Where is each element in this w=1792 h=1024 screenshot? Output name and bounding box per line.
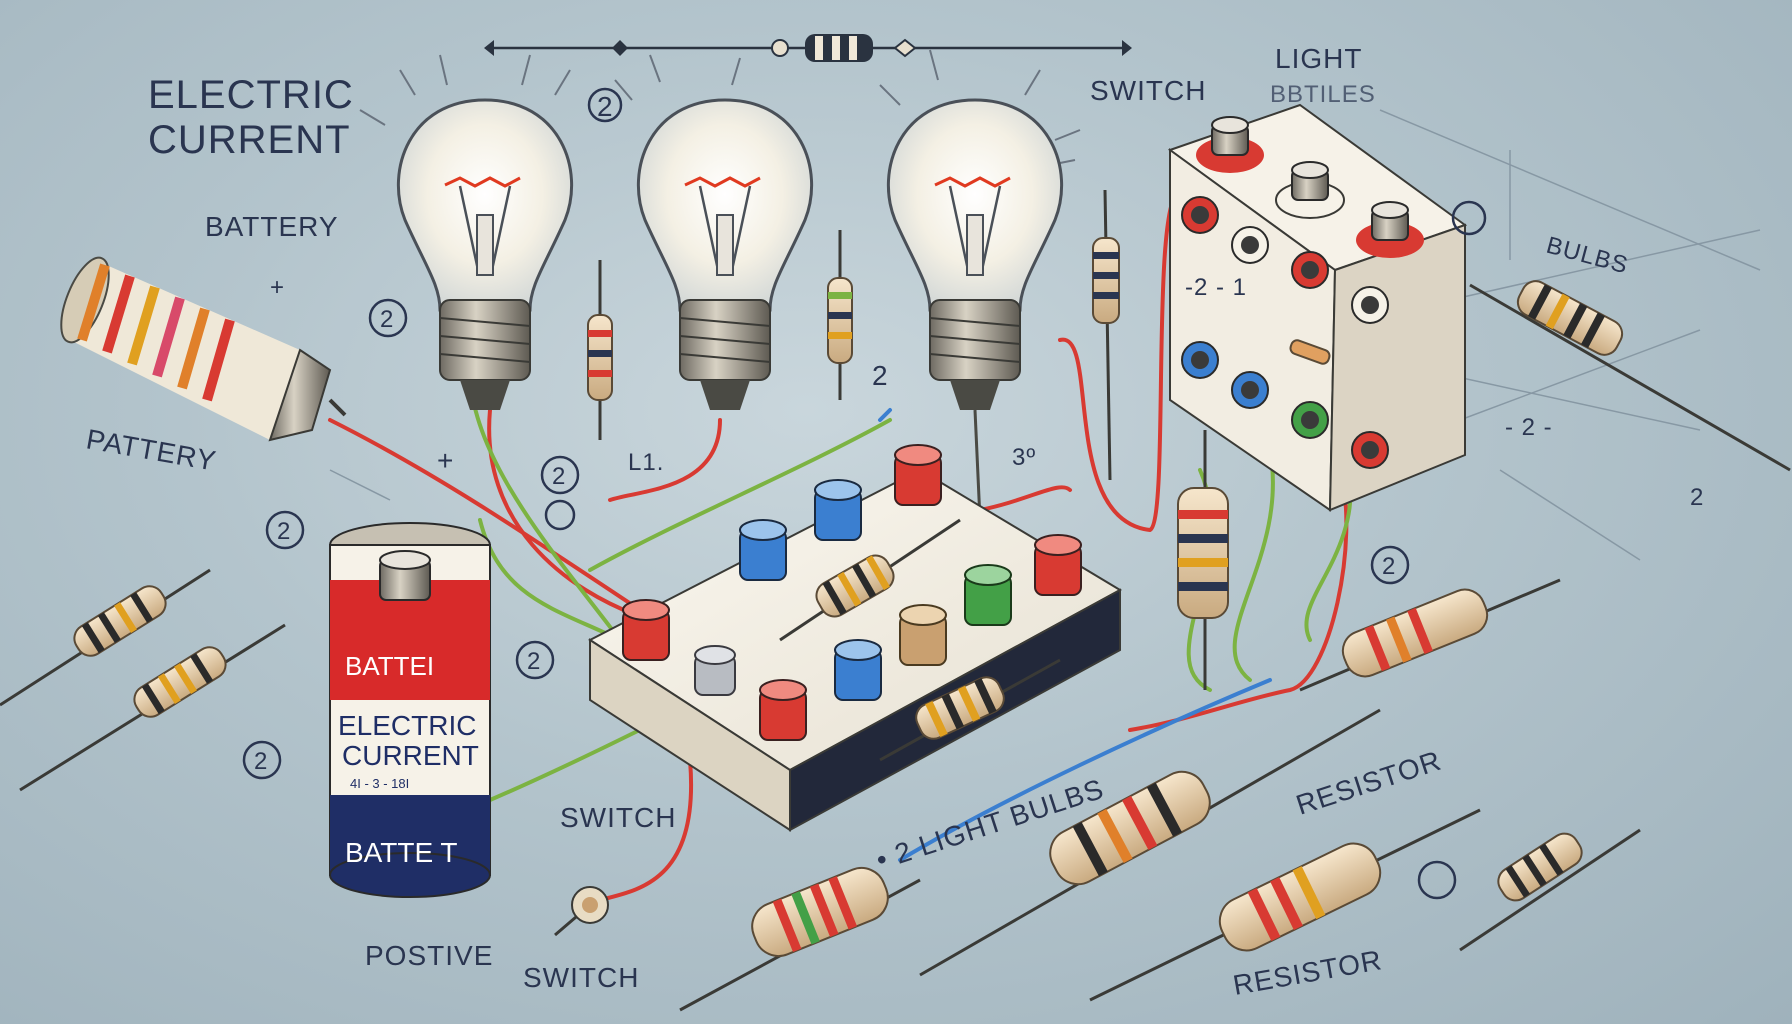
marker-l1: L1. (628, 449, 664, 476)
label-battery: BATTERY (205, 211, 339, 242)
light-bulb-1 (360, 55, 572, 410)
marker-dash-2: - 2 - (1505, 414, 1553, 441)
marker-2-left: 2 (277, 518, 291, 545)
battery-can: BATTEI ELECTRIC CURRENT 4I - 3 - 18I BAT… (330, 523, 490, 897)
label-light: LIGHT (1275, 43, 1362, 74)
marker-2-bottom-left: 2 (254, 748, 268, 775)
label-resistor-right: RESISTOR (1292, 745, 1445, 821)
circuit-board (590, 445, 1120, 830)
label-bulbs: BULBS (1543, 232, 1631, 280)
marker-plus-left: + (270, 274, 285, 301)
battery-can-small-text: 4I - 3 - 18I (350, 776, 409, 791)
label-switch-middle: SWITCH (560, 802, 676, 833)
marker-2-bulbs: 2 (872, 360, 889, 391)
label-postive: POSTIVE (365, 940, 493, 971)
bottom-switch (555, 887, 608, 935)
marker-2-battery: 2 (380, 306, 394, 333)
label-pattery: PATTERY (84, 423, 219, 476)
battery-can-top-label: BATTEI (345, 651, 434, 681)
label-current: CURRENT (148, 118, 351, 162)
marker-2-right: 2 (1382, 553, 1396, 580)
label-switch-bottom: SWITCH (523, 962, 639, 993)
socket-panel (1170, 105, 1465, 510)
marker-2-1: -2 - 1 (1185, 274, 1247, 301)
battery-can-line-2: CURRENT (342, 740, 479, 771)
top-schematic-line (484, 34, 1132, 62)
marker-3: 3º (1012, 444, 1036, 471)
marker-plus: + (437, 445, 454, 476)
label-resistor-bottom: RESISTOR (1231, 944, 1385, 1001)
label-electric: ELECTRIC (148, 73, 354, 117)
battery-can-line-1: ELECTRIC (338, 710, 476, 741)
battery-can-bottom-label: BATTE T (345, 837, 458, 868)
marker-2-far-right: 2 (1690, 484, 1704, 511)
light-bulb-2 (615, 55, 812, 410)
battery-cylinder (51, 252, 345, 440)
marker-2-top: 2 (597, 91, 614, 122)
label-bbtiles: BBTILES (1270, 81, 1376, 108)
marker-2-center: 2 (552, 463, 566, 490)
label-switch-top: SWITCH (1090, 75, 1206, 106)
marker-2-board: 2 (527, 648, 541, 675)
